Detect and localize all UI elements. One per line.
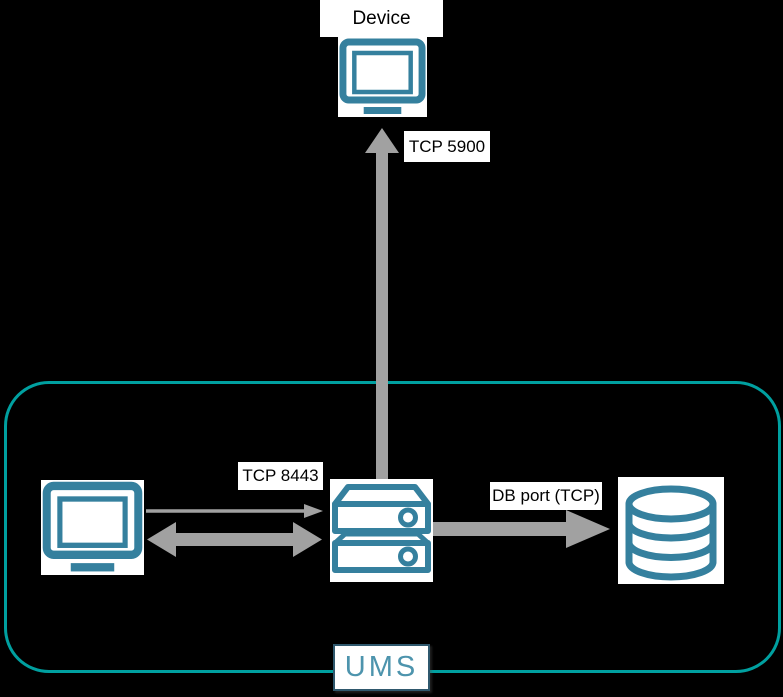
device-node-label: Device (320, 0, 443, 37)
edge-label-tcp-8443: TCP 8443 (238, 462, 323, 490)
edge-label-tcp-5900: TCP 5900 (404, 131, 490, 162)
ums-server-node (330, 479, 433, 582)
arrow-console-server-bidirectional (147, 522, 322, 557)
db-port-text: DB port (TCP) (492, 486, 600, 505)
ums-container-label: UMS (333, 644, 430, 691)
database-icon (625, 485, 717, 581)
arrow-server-to-database (433, 510, 610, 548)
arrow-console-to-server-thin (146, 504, 323, 518)
ums-label-text: UMS (344, 651, 419, 683)
monitor-icon (339, 38, 426, 114)
tcp-5900-text: TCP 5900 (408, 136, 486, 156)
device-label-text: Device (352, 7, 411, 29)
console-node (41, 480, 144, 575)
tcp-8443-text: TCP 8443 (242, 466, 319, 485)
monitor-icon (42, 481, 143, 572)
edge-label-db-port: DB port (TCP) (490, 482, 602, 510)
server-icon (332, 484, 431, 573)
device-node (338, 37, 427, 117)
database-node (618, 477, 724, 584)
arrow-server-to-device (365, 128, 399, 480)
